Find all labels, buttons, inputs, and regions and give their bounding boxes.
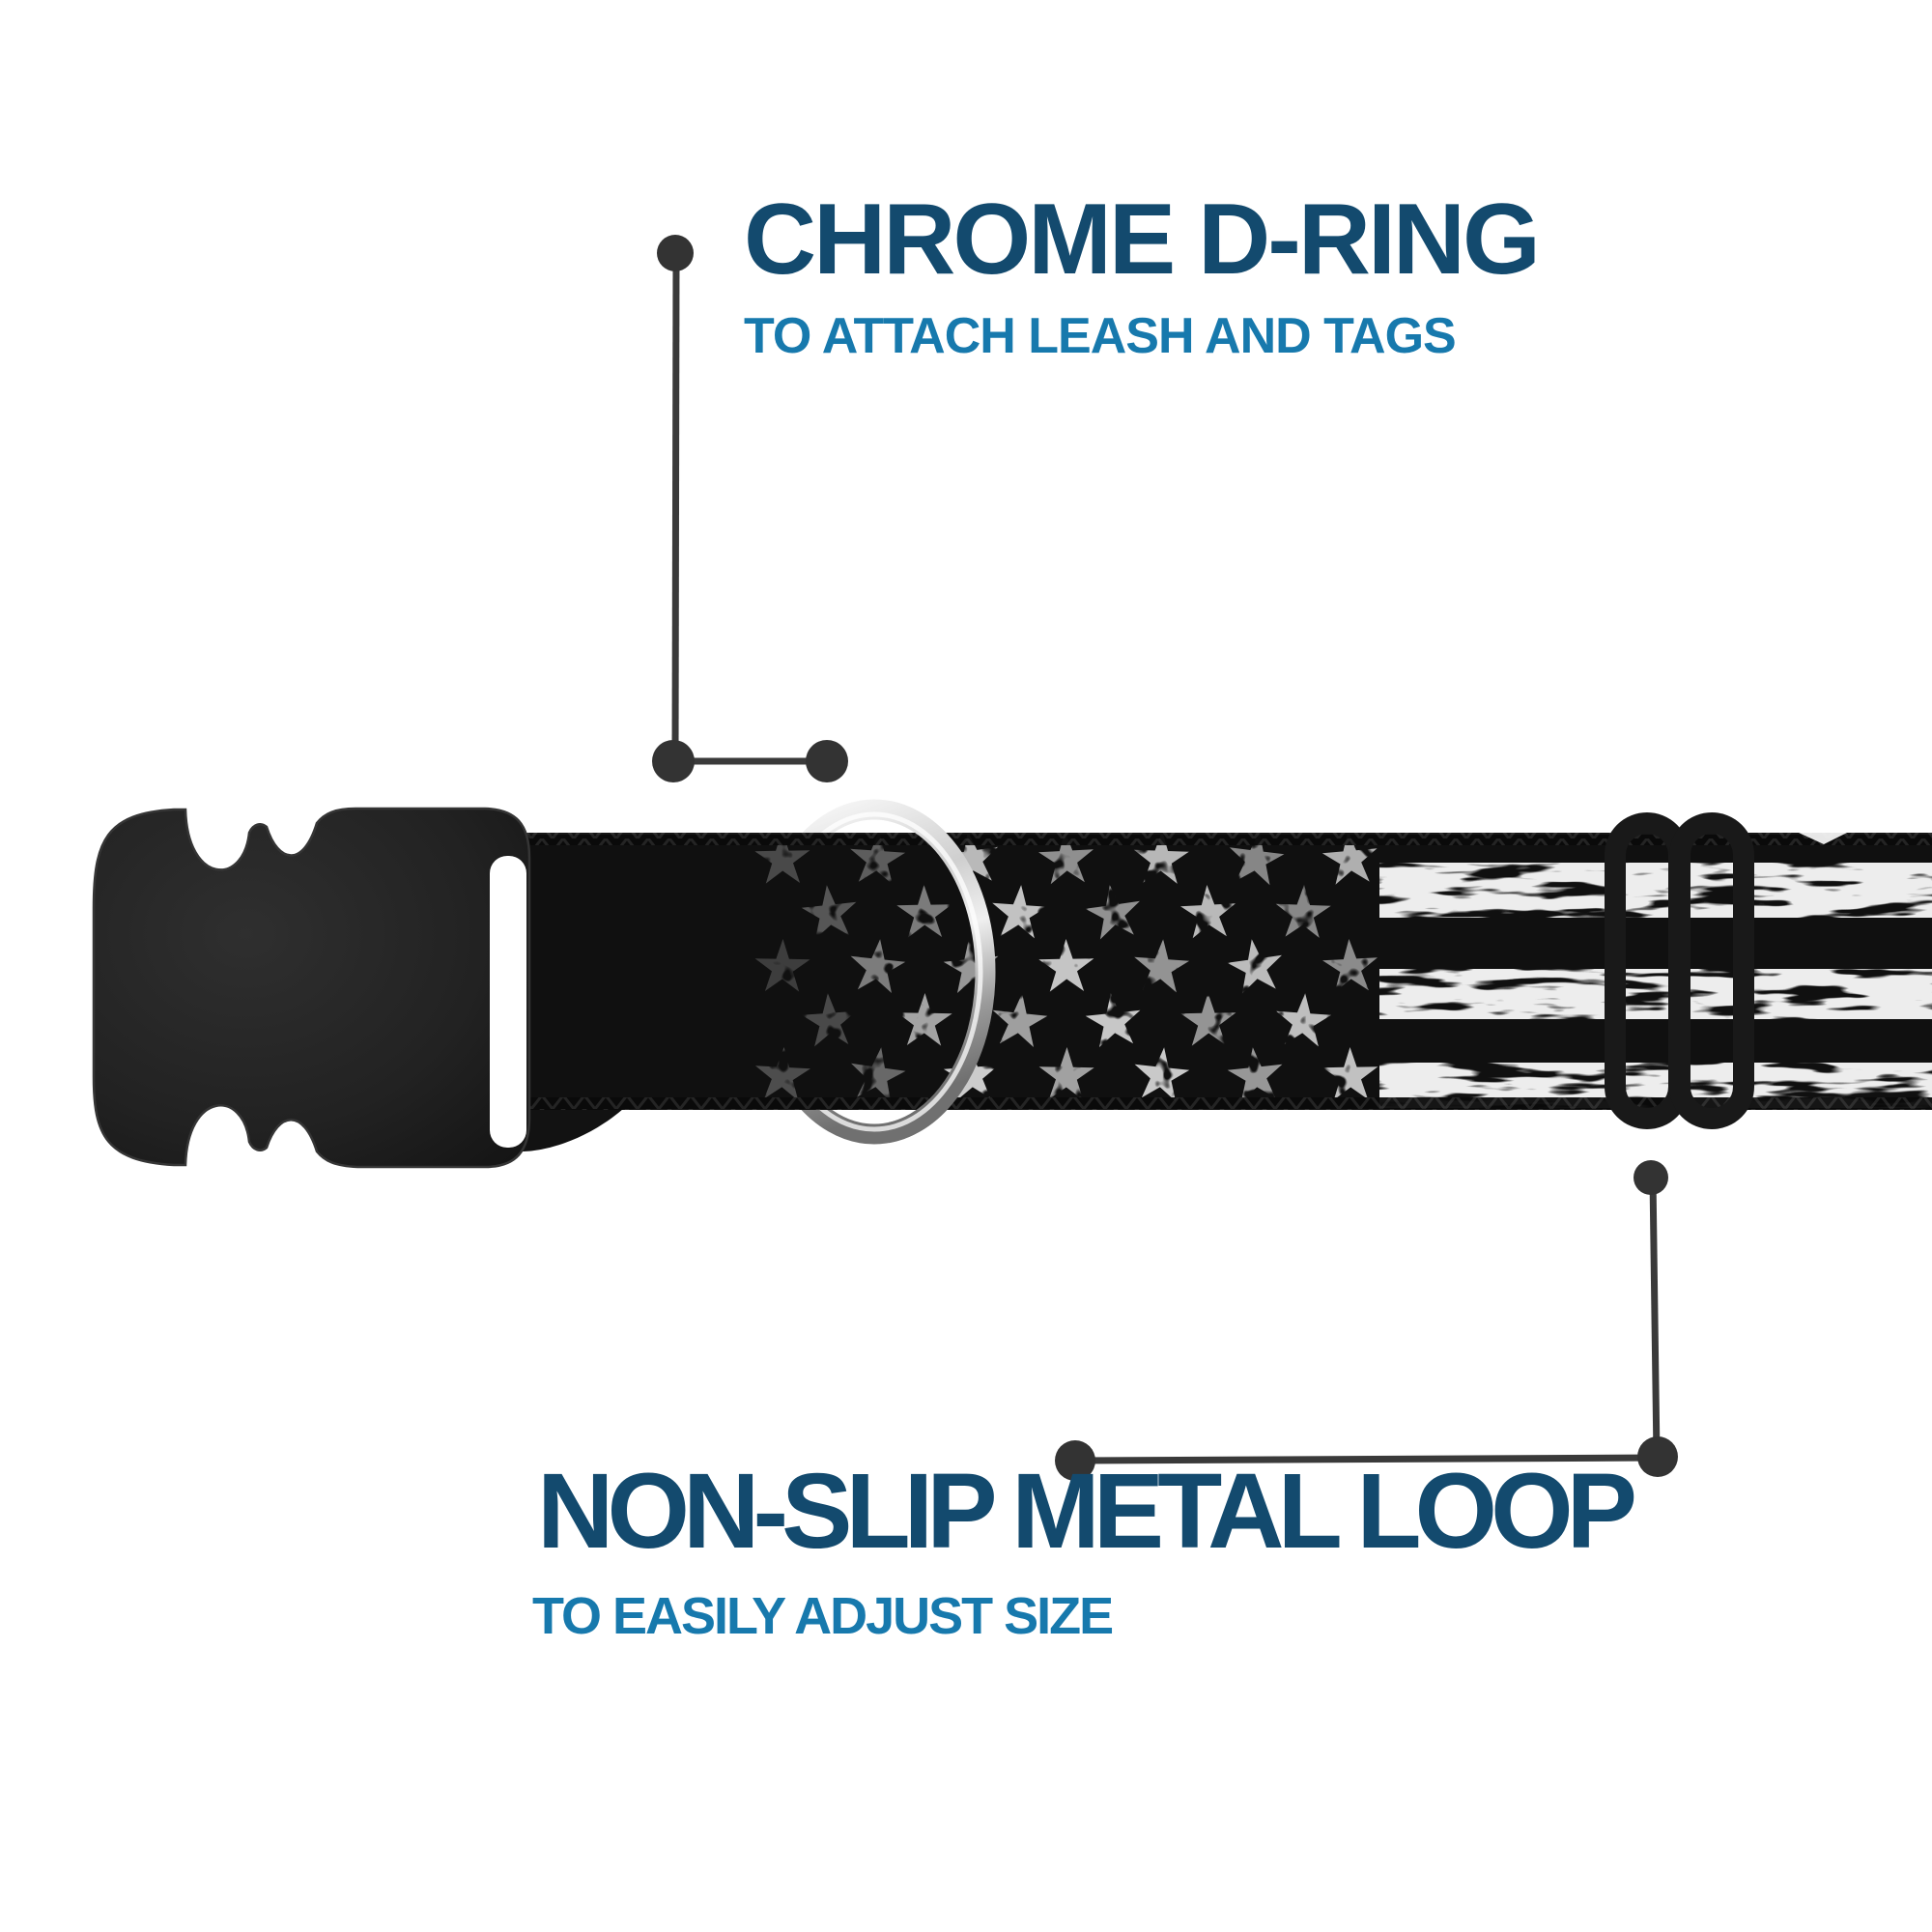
flag-star <box>1322 1047 1378 1100</box>
flag-star <box>896 885 952 938</box>
side-release-buckle <box>92 807 531 1169</box>
chrome-d-ring <box>889 800 996 1144</box>
bottom-leader-dot-elbow <box>1637 1436 1678 1477</box>
flag-star <box>992 993 1048 1047</box>
flag-star <box>1276 993 1332 1047</box>
flag-pattern-webbing <box>440 833 1932 1151</box>
non-slip-metal-loop <box>1605 812 1754 1129</box>
bottom-leader-dot-text <box>1055 1440 1095 1481</box>
bottom-callout-title: NON-SLIP METAL LOOP <box>537 1452 1637 1571</box>
flag-star <box>851 1047 906 1102</box>
flag-star <box>850 835 906 885</box>
buckle-webbing-gap <box>490 856 526 1148</box>
flag-star <box>992 885 1048 939</box>
flag-star <box>1321 835 1378 885</box>
flag-star <box>896 993 952 1046</box>
flag-star <box>1038 939 1094 992</box>
flag-star <box>755 1047 810 1101</box>
flag-star <box>754 939 810 992</box>
flag-star <box>1038 1047 1094 1100</box>
braid-edge-bottom <box>440 1097 1932 1110</box>
flag-star <box>801 885 857 939</box>
top-leader-dot-elbow <box>652 740 695 782</box>
flag-star <box>1275 885 1331 938</box>
top-leader-dot-title <box>657 235 694 271</box>
flag-star <box>1229 835 1285 886</box>
flag-star <box>1134 939 1190 993</box>
bottom-callout-subtitle: TO EASILY ADJUST SIZE <box>532 1587 1114 1645</box>
flag-stripe <box>1379 863 1932 918</box>
flag-star <box>754 835 810 884</box>
flag-star <box>1180 993 1236 1046</box>
flag-star <box>850 939 906 993</box>
top-leader <box>652 235 848 782</box>
top-leader-dot-dring <box>806 740 848 782</box>
flag-star <box>1322 939 1378 993</box>
flag-star <box>801 993 857 1047</box>
edge-nick <box>1799 833 1847 844</box>
flag-star <box>1085 885 1140 940</box>
bottom-leader <box>1055 1160 1678 1481</box>
flag-star <box>1085 993 1141 1047</box>
flag-star <box>1180 885 1236 939</box>
braid-edge-top <box>440 833 1932 845</box>
flag-star <box>943 835 998 886</box>
flag-star <box>1227 939 1282 994</box>
top-callout-title: CHROME D-RING <box>744 184 1541 296</box>
flag-stars <box>754 835 1378 1102</box>
flag-star <box>1038 835 1094 885</box>
flag-star <box>1227 1047 1283 1101</box>
flag-star <box>1134 1047 1190 1101</box>
bottom-leader-dot-slider <box>1634 1160 1668 1195</box>
top-callout-subtitle: TO ATTACH LEASH AND TAGS <box>744 308 1457 364</box>
flag-star <box>1133 835 1189 884</box>
flag-stripes <box>1379 863 1932 1108</box>
flag-stripe <box>1379 969 1932 1019</box>
